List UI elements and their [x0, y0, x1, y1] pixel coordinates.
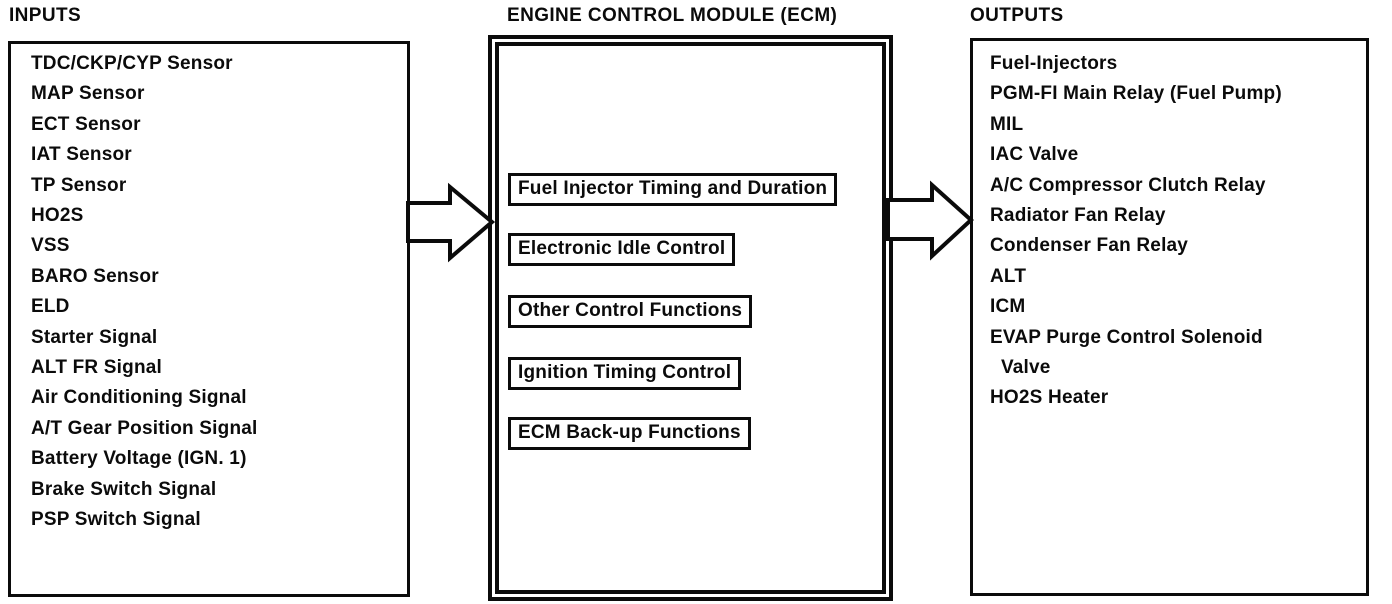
output-item: Radiator Fan Relay [990, 205, 1166, 227]
input-item: PSP Switch Signal [31, 509, 201, 531]
input-item: Starter Signal [31, 326, 158, 348]
outputs-title: OUTPUTS [970, 5, 1064, 26]
input-item: MAP Sensor [31, 83, 145, 105]
ecm-function-box: Fuel Injector Timing and Duration [508, 173, 838, 206]
ecm-function-box: ECM Back-up Functions [508, 417, 751, 450]
input-item: ELD [31, 296, 70, 318]
ecm-function-box: Other Control Functions [508, 295, 753, 328]
output-item: MIL [990, 113, 1024, 135]
output-item: EVAP Purge Control Solenoid Valve [990, 326, 1263, 379]
ecm-function-box: Electronic Idle Control [508, 233, 736, 266]
input-item: Air Conditioning Signal [31, 387, 247, 409]
input-item: VSS [31, 235, 70, 257]
input-item: A/T Gear Position Signal [31, 417, 258, 439]
output-item: A/C Compressor Clutch Relay [990, 174, 1266, 196]
ecm-title: ENGINE CONTROL MODULE (ECM) [507, 5, 838, 26]
output-item: HO2S Heater [990, 387, 1109, 409]
ecm-to-outputs-arrow [886, 180, 974, 261]
input-item: HO2S [31, 205, 84, 227]
output-item: PGM-FI Main Relay (Fuel Pump) [990, 83, 1282, 105]
input-item: IAT Sensor [31, 144, 132, 166]
inputs-to-ecm-arrow [406, 182, 496, 263]
output-item: Fuel-Injectors [990, 53, 1118, 74]
output-item: Condenser Fan Relay [990, 235, 1189, 257]
ecm-function-box: Ignition Timing Control [508, 357, 742, 390]
input-item: ECT Sensor [31, 113, 141, 135]
input-item: TP Sensor [31, 174, 127, 196]
input-item: Battery Voltage (IGN. 1) [31, 448, 247, 470]
output-item: ICM [990, 296, 1026, 318]
input-item: BARO Sensor [31, 265, 159, 287]
output-item: IAC Valve [990, 144, 1079, 166]
inputs-title: INPUTS [9, 5, 82, 26]
input-item: Brake Switch Signal [31, 478, 217, 500]
input-item: ALT FR Signal [31, 357, 163, 379]
input-item: TDC/CKP/CYP Sensor [31, 53, 233, 74]
output-item: ALT [990, 265, 1027, 287]
